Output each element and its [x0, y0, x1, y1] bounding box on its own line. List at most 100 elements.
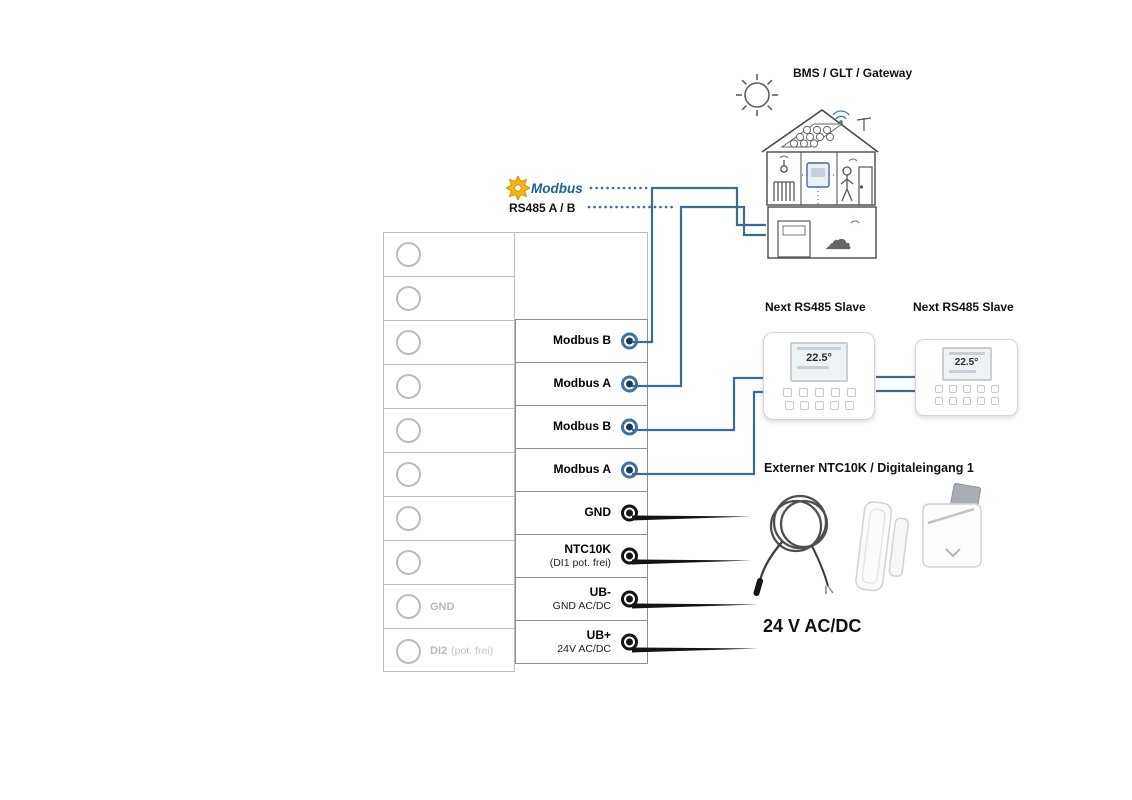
- terminal-screw-icon: [396, 418, 421, 443]
- terminal-row: [384, 409, 514, 453]
- terminal-block: GND DI2(pot. frei) Modbus B Modbus A Mod…: [383, 232, 648, 672]
- slave2-label: Next RS485 Slave: [913, 300, 1014, 314]
- sun-icon: [736, 74, 778, 116]
- terminal-screw-icon: [396, 242, 421, 267]
- screen-bottombar: [797, 366, 830, 369]
- rs485-slave-device-2: 22.5°: [915, 339, 1018, 416]
- screen-statusbar: [797, 347, 841, 350]
- key-icon: [844, 401, 854, 410]
- terminal-screw-icon: [396, 330, 421, 355]
- key-icon: [829, 401, 839, 410]
- external-sensors-heading: Externer NTC10K / Digitaleingang 1: [764, 461, 974, 475]
- terminal-row: [384, 365, 514, 409]
- connector-blue-icon: [621, 332, 638, 350]
- terminal-row-gnd: GND: [384, 585, 514, 629]
- screen-temperature: 22.5°: [806, 352, 832, 364]
- door-icon: [858, 166, 873, 206]
- terminal-screw-icon: [396, 506, 421, 531]
- key-icon: [798, 388, 808, 397]
- device-touch-keys: [916, 397, 1017, 405]
- terminal-screw-icon: [396, 374, 421, 399]
- building-illustration: ☁: [736, 74, 879, 259]
- key-icon: [990, 385, 999, 393]
- ntc-wire: [632, 559, 751, 565]
- key-icon: [976, 385, 985, 393]
- terminal-row: [384, 321, 514, 365]
- terminal-modbus-b-1: Modbus B: [515, 319, 648, 363]
- connector-blue-icon: [621, 375, 638, 393]
- connector-black-icon: [621, 504, 638, 522]
- terminal-row: [384, 497, 514, 541]
- key-icon: [814, 401, 824, 410]
- terminal-gnd: GND: [515, 491, 648, 535]
- chevron-down-icon: [945, 548, 961, 558]
- ub-minus-wire: [632, 603, 758, 609]
- weather-vane-icon: [856, 117, 872, 131]
- key-icon: [962, 385, 971, 393]
- terminal-screw-icon: [396, 638, 421, 664]
- bms-gateway-label: BMS / GLT / Gateway: [793, 66, 913, 80]
- cloud-gateway-icon: ☁: [824, 224, 852, 255]
- terminal-modbus-a-2: Modbus A: [515, 448, 648, 492]
- key-icon: [948, 397, 957, 405]
- device-touch-keys: [764, 401, 874, 410]
- door-contact-image: [855, 501, 909, 592]
- terminal-row: [384, 233, 514, 277]
- terminal-screw-icon: [396, 550, 421, 575]
- connector-blue-icon: [621, 418, 638, 436]
- terminal-screw-icon: [396, 286, 421, 311]
- terminal-row-di2: DI2(pot. frei): [384, 629, 514, 673]
- connector-black-icon: [621, 590, 638, 608]
- card-slot: [927, 507, 975, 525]
- terminal-ub-plus: UB+24V AC/DC: [515, 620, 648, 664]
- screen-temperature: 22.5°: [954, 357, 979, 368]
- terminal-modbus-a-1: Modbus A: [515, 362, 648, 406]
- terminal-ntc10k: NTC10K(DI1 pot. frei): [515, 534, 648, 578]
- screen-bottombar: [948, 370, 977, 373]
- device-screen: 22.5°: [790, 342, 848, 382]
- modbus-a2-line: [632, 390, 763, 476]
- key-icon: [934, 397, 943, 405]
- key-icon: [830, 388, 840, 397]
- device-screen: 22.5°: [941, 347, 992, 381]
- rs485-slave-device-1: 22.5°: [763, 332, 875, 420]
- terminal-column-left: GND DI2(pot. frei): [383, 232, 515, 672]
- card-switch-image: [922, 483, 982, 568]
- device-touch-keys: [916, 385, 1017, 393]
- connector-black-icon: [621, 633, 638, 651]
- wifi-icon: [848, 158, 858, 162]
- connector-black-icon: [621, 547, 638, 565]
- terminal-empty-cell: [515, 232, 648, 320]
- rs485-label: RS485 A / B: [509, 201, 576, 215]
- thermostat-icon: [801, 162, 837, 205]
- ub-plus-wire: [632, 647, 758, 653]
- modbus-b2-line: [632, 376, 763, 432]
- modbus-logo-text: Modbus: [531, 180, 583, 196]
- radiator-icon: [773, 160, 795, 201]
- key-icon: [782, 388, 792, 397]
- key-icon: [990, 397, 999, 405]
- terminal-screw-icon: [396, 594, 421, 619]
- device-touch-keys: [764, 388, 874, 397]
- wifi-icon: [779, 155, 789, 159]
- solar-panel-icon: [780, 123, 844, 148]
- terminal-row: [384, 453, 514, 497]
- wifi-icon: [832, 110, 850, 124]
- slave1-label: Next RS485 Slave: [765, 300, 866, 314]
- terminal-screw-icon: [396, 462, 421, 487]
- person-icon: [840, 166, 854, 202]
- terminal-row: [384, 277, 514, 321]
- key-icon: [784, 401, 794, 410]
- terminal-row: [384, 541, 514, 585]
- key-icon: [846, 388, 856, 397]
- terminal-column-right: Modbus B Modbus A Modbus B Modbus A GND …: [515, 232, 648, 664]
- gnd-wire: [632, 515, 751, 521]
- power-supply-label: 24 V AC/DC: [763, 616, 862, 636]
- terminal-modbus-b-2: Modbus B: [515, 405, 648, 449]
- key-icon: [799, 401, 809, 410]
- screen-statusbar: [948, 352, 985, 355]
- key-icon: [962, 397, 971, 405]
- ntc-probe-tip: [753, 578, 763, 596]
- modbus-logo: Modbus: [506, 176, 583, 200]
